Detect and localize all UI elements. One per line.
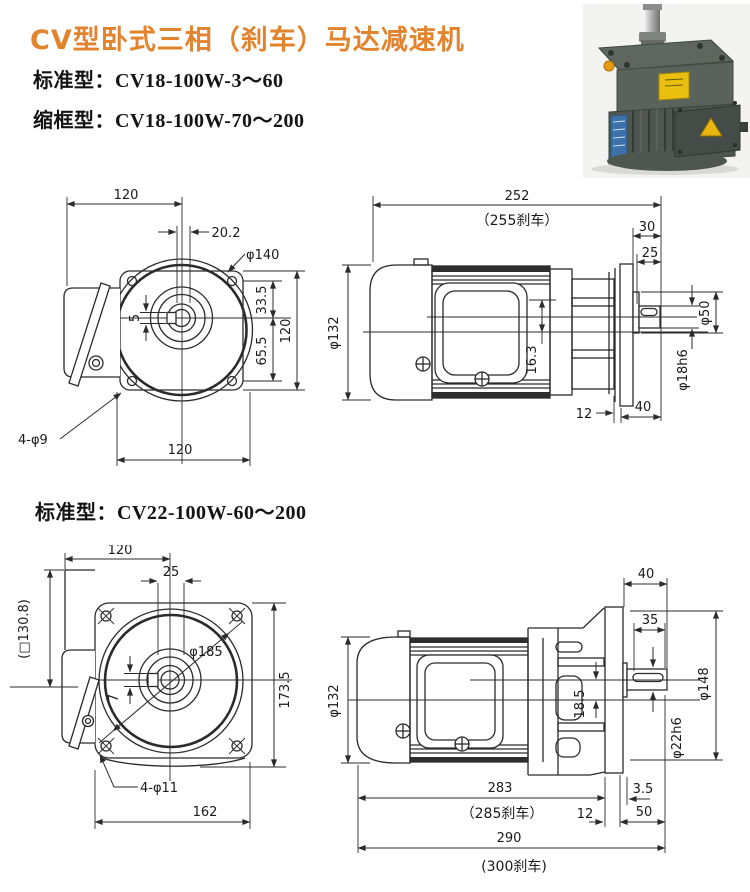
spec-line-standard-cv18: 标准型：CV18-100W-3～60: [33, 70, 284, 92]
page-title: CV型卧式三相（刹车）马达减速机: [30, 25, 465, 56]
dim-boss-dia: φ50: [698, 300, 713, 325]
dim-step12: 12: [577, 807, 594, 822]
dim-top-width: 120: [114, 188, 139, 203]
gear-housing: [603, 60, 734, 117]
cv22-front-view: [61, 553, 292, 781]
dim-total-brake: (300刹车): [481, 858, 547, 875]
terminal-box: [434, 282, 528, 384]
dim-total290: 290: [497, 831, 522, 846]
dim-shaft-dia: φ18h6: [676, 349, 691, 391]
shaft-keyway: [640, 307, 658, 317]
output-flange: [604, 606, 624, 774]
rear-cover: [356, 636, 411, 764]
dim-flange-height: 120: [279, 319, 294, 344]
mount-holes: [97, 607, 246, 755]
dim-len40: 40: [638, 567, 655, 582]
dim-bottom-holes: 65.5: [255, 337, 270, 366]
dim-body-brake: （285刹车）: [461, 805, 544, 822]
release-knob: [603, 60, 615, 72]
dim-mount-holes: 4-φ9: [18, 433, 48, 448]
dim-shaft-dia: φ22h6: [670, 717, 685, 759]
bearing-boss: [632, 291, 640, 334]
terminal-box: [416, 654, 504, 749]
output-shaft: [626, 668, 668, 691]
dim-case-dia: φ185: [189, 645, 222, 660]
terminal-box: [674, 101, 748, 158]
dim-shaft25: 25: [642, 246, 659, 261]
motor-shaft: [639, 4, 666, 46]
dim-front30: 30: [639, 220, 656, 235]
dim-key-offset: 20.2: [212, 226, 241, 241]
dim-case-dia: φ140: [246, 248, 279, 263]
gear-case-circle: [109, 258, 254, 402]
brake-lever: [68, 676, 100, 750]
dim-len40: 40: [635, 400, 652, 415]
dim-bore25: 25: [163, 565, 180, 580]
rear-cover: [369, 264, 433, 401]
cv18-side-dims: 252 （255刹车） 30 25 φ132 φ50 φ18h6: [327, 189, 723, 423]
keyway: [166, 311, 177, 325]
dim-total-length: 252: [505, 189, 530, 204]
shaft-keyway: [632, 672, 664, 683]
cv22-front-dims: 120 25 (□130.8) φ185 173.5 7 4-φ11: [10, 545, 293, 829]
gearbox: [571, 278, 615, 390]
cv22-side-view: [348, 606, 700, 776]
brake-lever: [68, 282, 111, 387]
dim-total-length-brake: （255刹车）: [476, 212, 559, 229]
dim-bottom-width: 120: [168, 443, 193, 458]
dim-body283: 283: [488, 781, 513, 796]
dim-key-width: 5: [128, 314, 143, 322]
dim-top-holes: 33.5: [255, 286, 270, 315]
keyway: [147, 672, 159, 688]
cv18-front-dims: 120 20.2 φ140 33.5 65.5 120 5 4-φ9: [18, 188, 305, 466]
dim-flange-height: 173.5: [278, 671, 293, 708]
drawing-cv22: 120 25 (□130.8) φ185 173.5 7 4-φ11: [10, 545, 723, 875]
warning-triangle-icon: [699, 117, 723, 137]
spec-line-compact-cv18: 缩框型：CV18-100W-70～200: [33, 110, 305, 132]
gear-case-circle: [98, 608, 244, 754]
cv18-front-view: [63, 197, 291, 464]
product-photo: [583, 4, 750, 178]
dim-offset: 18.5: [573, 690, 588, 719]
cable-gland: [740, 122, 748, 132]
dim-mount-holes: 4-φ11: [140, 781, 178, 796]
dim-bottom-width: 162: [193, 805, 218, 820]
dim-gap35: 3.5: [633, 782, 654, 797]
dim-offset: 16.3: [525, 346, 540, 375]
output-flange: [619, 263, 634, 407]
dim-step12: 12: [576, 407, 593, 422]
spec-line-standard-cv22: 标准型：CV22-100W-60～200: [35, 502, 307, 524]
cv22-side-dims: 40 35 φ132 18.5 φ148 φ22h6: [327, 567, 723, 875]
drawing-cv18: 120 20.2 φ140 33.5 65.5 120 5 4-φ9: [18, 188, 723, 466]
dim-top-width: 120: [108, 545, 133, 558]
dim-motor-dia: φ132: [327, 684, 342, 717]
dim-len35: 35: [642, 613, 659, 628]
dim-motor-dia: φ132: [327, 316, 342, 349]
dim-motor-square: (□130.8): [17, 599, 32, 659]
mount-flange: [119, 270, 244, 391]
dim-flange-dia: φ148: [697, 667, 712, 700]
dim-key-width: 7: [107, 694, 122, 702]
cv18-side-view: [363, 258, 708, 407]
gearbox: [527, 607, 606, 776]
dim-len50: 50: [636, 805, 653, 820]
